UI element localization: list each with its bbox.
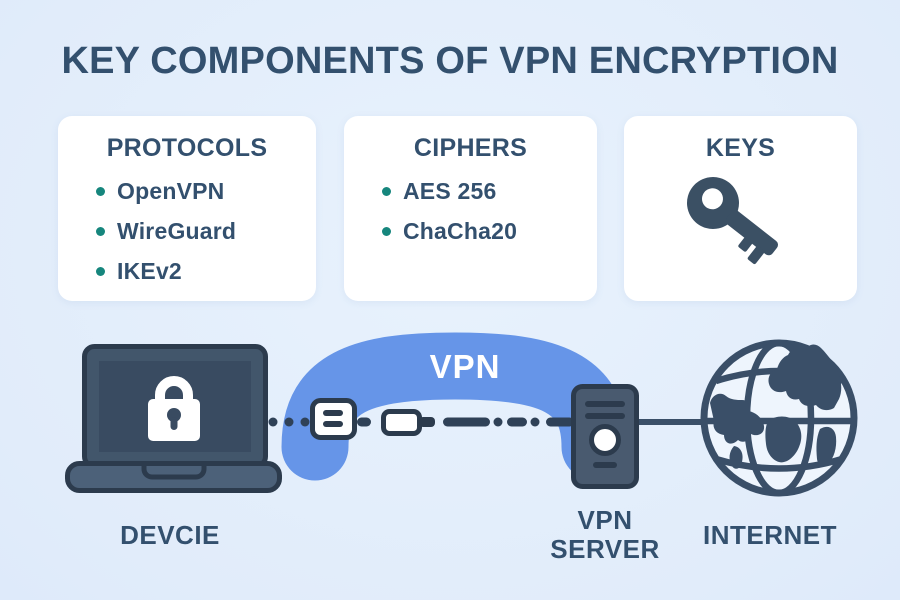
page-title: KEY COMPONENTS OF VPN ENCRYPTION [61,40,839,82]
key-icon-wrap [624,173,857,274]
vpn-server-label: VPN SERVER [550,505,660,565]
card-ciphers: CIPHERS AES 256 ChaCha20 [344,116,597,301]
laptop-icon [65,344,282,493]
list-item-label: OpenVPN [117,178,225,204]
list-item-label: WireGuard [117,218,237,244]
list-item: AES 256 [382,178,597,205]
list-item: WireGuard [96,218,316,245]
vpn-tunnel-label: VPN [429,348,501,385]
data-packet-icon [310,398,357,440]
connection-line [630,419,708,425]
protocols-list: OpenVPN WireGuard IKEv2 [58,178,316,285]
server-icon [571,384,639,489]
list-item: OpenVPN [96,178,316,205]
card-ciphers-heading: CIPHERS [413,134,528,162]
list-item-label: ChaCha20 [403,218,518,244]
bullet-icon [96,187,105,196]
card-protocols: PROTOCOLS OpenVPN WireGuard IKEv2 [58,116,316,301]
bullet-icon [96,227,105,236]
list-item: ChaCha20 [382,218,597,245]
list-item: IKEv2 [96,258,316,285]
dashed-connection-line [268,417,574,427]
globe-continents [710,344,842,469]
list-item-label: AES 256 [403,178,497,204]
ciphers-list: AES 256 ChaCha20 [344,178,597,245]
card-protocols-heading: PROTOCOLS [106,134,268,162]
bullet-icon [382,227,391,236]
padlock-icon [148,376,200,441]
key-icon [686,177,778,265]
globe-icon [700,339,858,497]
list-item-label: IKEv2 [117,258,182,284]
card-keys: KEYS [624,116,857,301]
device-label: DEVCIE [120,520,220,550]
bullet-icon [96,267,105,276]
internet-label: INTERNET [703,520,837,550]
card-keys-heading: KEYS [705,134,776,162]
bullet-icon [382,187,391,196]
plug-icon [381,409,435,436]
